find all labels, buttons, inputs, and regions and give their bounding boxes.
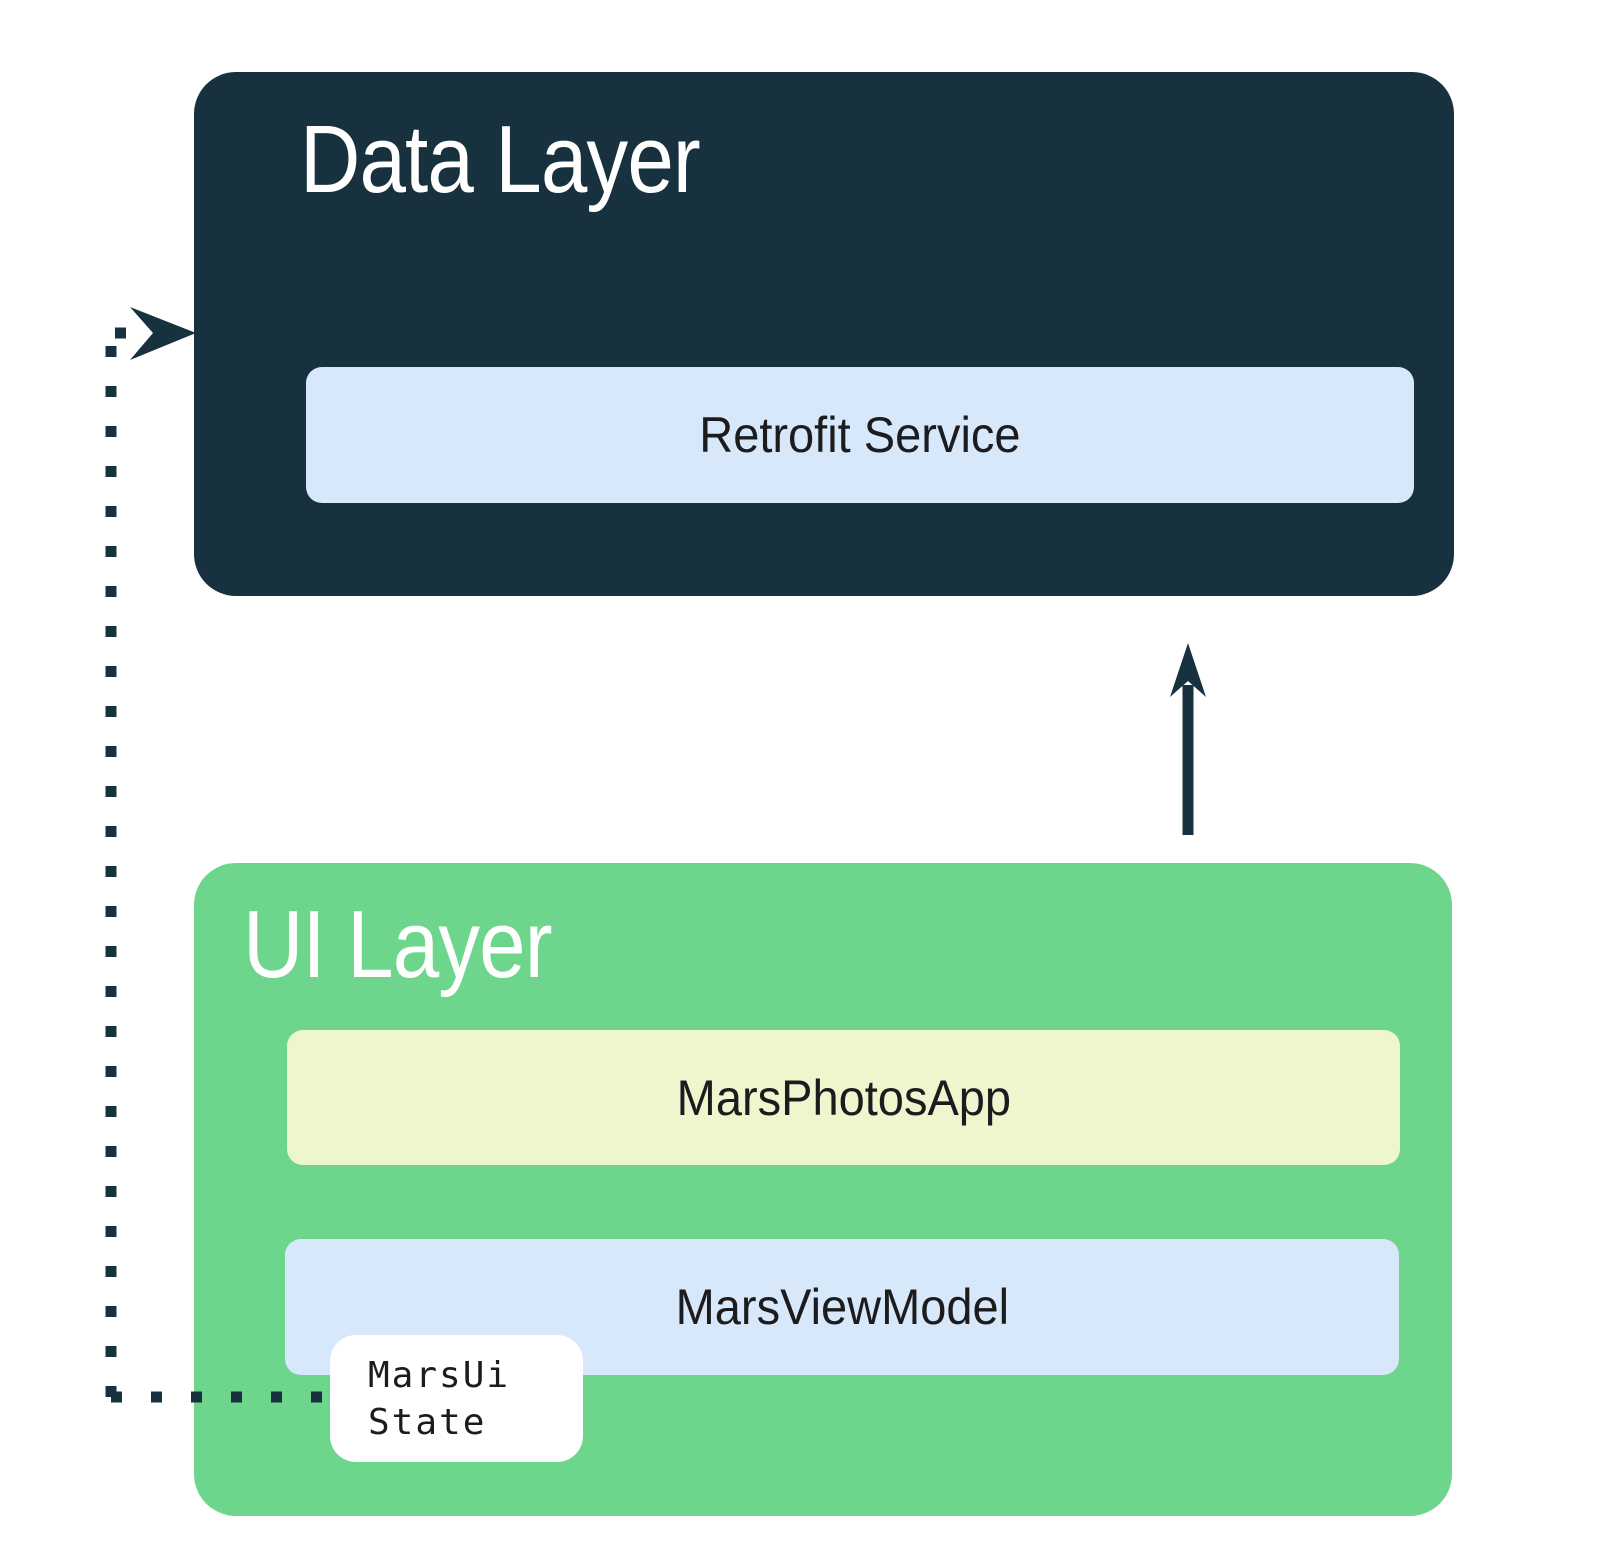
mars-ui-state-line2: State (368, 1401, 487, 1443)
retrofit-service-label: Retrofit Service (699, 407, 1021, 463)
mars-photos-app-label: MarsPhotosApp (676, 1069, 1011, 1126)
up-arrow-icon (1170, 643, 1206, 835)
mars-view-model-label: MarsViewModel (675, 1279, 1009, 1335)
retrofit-service-box: Retrofit Service (306, 367, 1414, 503)
data-layer-title: Data Layer (300, 106, 701, 213)
mars-photos-app-box: MarsPhotosApp (287, 1030, 1400, 1165)
mars-ui-state-line1: MarsUi (368, 1354, 511, 1396)
data-layer-card (194, 72, 1454, 596)
mars-ui-state-badge: MarsUi State (330, 1335, 583, 1462)
ui-layer-title: UI Layer (243, 891, 553, 998)
chevron-right-arrowhead-icon (130, 307, 196, 360)
